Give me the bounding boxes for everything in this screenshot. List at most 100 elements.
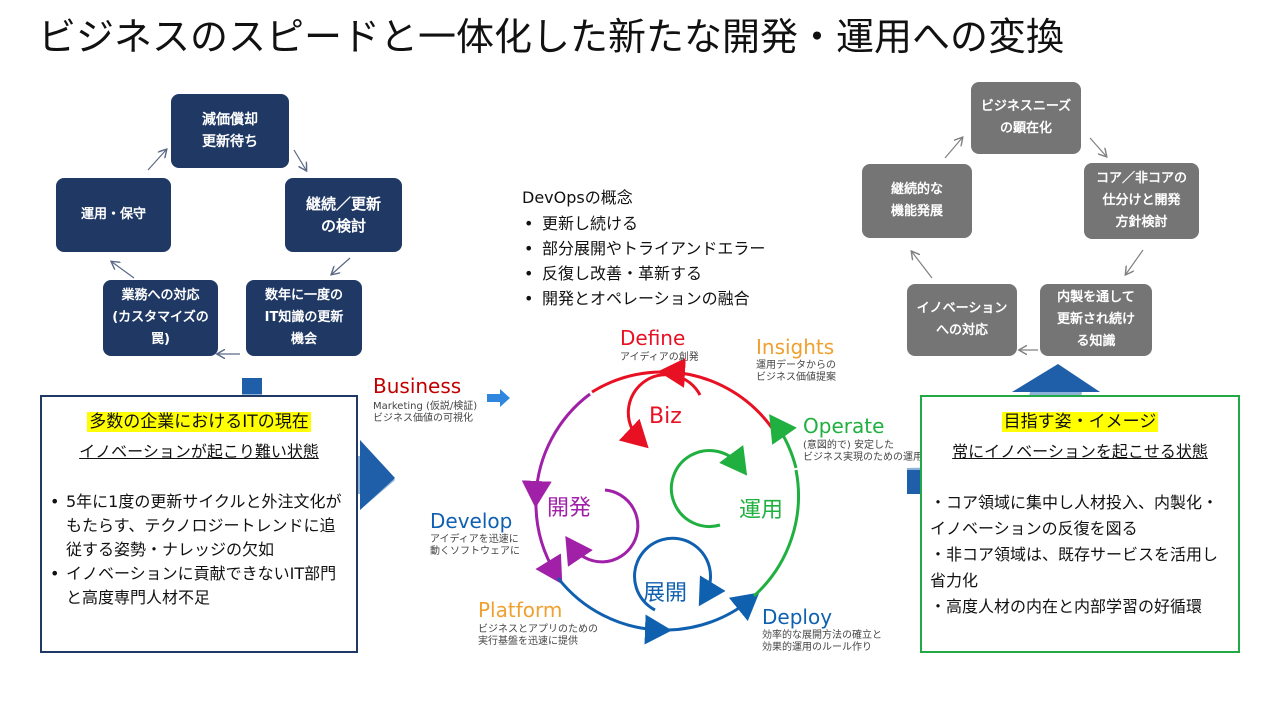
devops-item: 反復し改善・革新する (522, 261, 765, 286)
stage-operate-title: Operate (803, 414, 885, 438)
arrow-r-right-to-bottomright (1126, 249, 1144, 274)
arrow-r-left-to-top (944, 138, 962, 159)
target-state-item: ・高度人材の内在と内部学習の好循環 (930, 597, 1203, 616)
left-cycle-depreciation: 減価償却更新待ち (171, 94, 289, 168)
desc-line: アイディアを迅速に (430, 534, 519, 545)
inner-label-dev: 開発 (547, 496, 592, 521)
right-cycle-innovation: イノベーションへの対応 (907, 284, 1017, 356)
outer-arc-deploy (667, 592, 760, 632)
box-line: 更新待ち (202, 134, 258, 150)
desc-line: ビジネスとアプリのための (478, 624, 598, 635)
right-cycle-core-noncore: コア／非コアの仕分けと開発方針検討 (1084, 163, 1199, 239)
box-line: 更新され続け (1056, 312, 1135, 327)
desc-line: (意図的で) 安定した (803, 440, 894, 451)
desc-line: 効果的運用のルール作り (762, 642, 872, 653)
business-arrow (487, 389, 510, 407)
left-cycle-knowledge-update: 数年に一度の IT知識の更新機会 (246, 280, 362, 356)
box-line: 機能発展 (890, 204, 943, 219)
devops-heading: DevOpsの概念 (522, 188, 633, 207)
desc-line: 運用データからの (756, 360, 836, 371)
arrow-r-top-to-right (1089, 137, 1106, 156)
heading-text: 多数の企業におけるITの現在 (87, 412, 311, 432)
outer-arc-operate-top (769, 414, 798, 469)
desc-line: ビジネス実現のための運用 (803, 452, 923, 463)
desc-line: 動くソフトウェアに (430, 546, 520, 557)
stage-develop-desc: アイディアを迅速に 動くソフトウェアに (430, 534, 520, 558)
box-line: コア／非コアの (1095, 171, 1187, 186)
stage-develop-title: Develop (430, 509, 513, 533)
outer-arc-platform (556, 577, 672, 645)
outer-arc-operate (752, 469, 800, 598)
stage-insights-title: Insights (756, 335, 835, 359)
devops-concept: DevOpsの概念 更新し続ける 部分展開やトライアンドエラー 反復し改善・革新… (522, 187, 765, 311)
target-state-heading: 目指す姿・イメージ (922, 407, 1238, 432)
box-line: 罠) (151, 332, 170, 347)
box-line: 運用・保守 (80, 207, 146, 222)
stage-deploy-title: Deploy (762, 605, 833, 629)
inner-label-biz: Biz (649, 404, 682, 429)
outer-arc-define-left (591, 370, 666, 394)
target-state-list: ・コア領域に集中し人材投入、内製化・イノベーションの反復を図る ・非コア領域は、… (922, 490, 1238, 620)
stage-define-title: Define (620, 326, 686, 350)
desc-line: 効率的な展開方法の確立と (762, 630, 882, 641)
inner-loop-dev (565, 488, 640, 567)
box-line: 機会 (290, 332, 317, 347)
page-title: ビジネスのスピードと一体化した新たな開発・運用への変換 (38, 15, 1065, 59)
inner-loop-deploy (633, 536, 726, 612)
target-state-panel: 目指す姿・イメージ 常にイノベーションを起こせる状態 ・コア領域に集中し人材投入… (920, 395, 1240, 653)
stage-business-desc: Marketing (仮説/検証) ビジネス価値の可視化 (373, 401, 477, 425)
current-state-item: 5年に1度の更新サイクルと外注文化がもたらす、テクノロジートレンドに追従する姿勢… (42, 490, 344, 562)
box-line: イノベーション (916, 301, 1008, 316)
current-state-subheading: イノベーションが起こり難い状態 (79, 442, 319, 461)
desc-line: ビジネス価値提案 (756, 372, 836, 383)
box-line: 減価償却 (202, 112, 258, 128)
current-state-panel: 多数の企業におけるITの現在 イノベーションが起こり難い状態 5年に1度の更新サ… (40, 395, 358, 653)
inner-label-deploy: 展開 (643, 581, 688, 606)
target-state-item: ・非コア領域は、既存サービスを活用し省力化 (930, 545, 1219, 590)
devops-list: 更新し続ける 部分展開やトライアンドエラー 反復し改善・革新する 開発とオペレー… (522, 211, 765, 311)
stage-operate-desc: (意図的で) 安定した ビジネス実現のための運用 (803, 440, 923, 464)
arrow-bottomleft-to-left (112, 262, 135, 279)
right-cycle-business-needs: ビジネスニーズの顕在化 (971, 82, 1081, 154)
stage-deploy-desc: 効率的な展開方法の確立と 効果的運用のルール作り (762, 630, 882, 654)
box-line: IT知識の更新 (264, 310, 344, 325)
box-line: 数年に一度の (264, 288, 343, 303)
desc-line: Marketing (仮説/検証) (373, 401, 478, 412)
current-state-list: 5年に1度の更新サイクルと外注文化がもたらす、テクノロジートレンドに追従する姿勢… (42, 490, 356, 610)
arrow-right-to-bottomright (332, 257, 351, 274)
devops-item: 開発とオペレーションの融合 (522, 286, 765, 311)
outer-arc-develop (521, 392, 591, 508)
stage-define-desc: アイディアの創発 (620, 352, 699, 364)
arrow-left-to-top (147, 150, 166, 171)
stage-business-title: Business (373, 374, 462, 398)
outer-arc-develop-bottom (534, 499, 563, 585)
box-line: 内製を通して (1057, 290, 1135, 305)
devops-item: 更新し続ける (522, 211, 765, 236)
outer-arc-define (658, 357, 774, 429)
inner-loop-biz (618, 373, 702, 449)
current-state-item: イノベーションに貢献できないIT部門と高度専門人材不足 (42, 562, 344, 610)
right-cycle-continuous-development: 継続的な機能発展 (862, 164, 972, 238)
box-line: 継続的な (890, 182, 943, 197)
box-line: ビジネスニーズ (980, 99, 1072, 114)
right-cycle-inhouse-knowledge: 内製を通して更新され続ける知識 (1040, 284, 1152, 356)
target-state-subheading: 常にイノベーションを起こせる状態 (952, 442, 1208, 461)
target-state-item: ・コア領域に集中し人材投入、内製化・イノベーションの反復を図る (930, 493, 1219, 538)
arrow-top-to-right (293, 149, 306, 170)
box-line: 方針検討 (1115, 215, 1168, 230)
desc-line: 実行基盤を迅速に提供 (478, 636, 578, 647)
stage-insights-desc: 運用データからの ビジネス価値提案 (756, 360, 836, 384)
devops-item: 部分展開やトライアンドエラー (522, 236, 765, 261)
desc-line: アイディアの創発 (620, 352, 699, 363)
desc-line: ビジネス価値の可視化 (373, 413, 473, 424)
box-line: への対応 (935, 323, 988, 338)
box-line: (カスタマイズの (112, 310, 209, 325)
box-line: 業務への対応 (121, 288, 200, 303)
box-line: る知識 (1076, 334, 1116, 349)
stage-platform-desc: ビジネスとアプリのための 実行基盤を迅速に提供 (478, 624, 598, 648)
left-cycle-operation-maintenance: 運用・保守 (56, 178, 171, 252)
current-state-heading: 多数の企業におけるITの現在 (42, 407, 356, 432)
left-cycle-consider-update: 継続／更新の検討 (285, 178, 402, 252)
inner-loop-ops (669, 445, 748, 529)
arrow-r-bottomleft-to-left (912, 252, 933, 279)
